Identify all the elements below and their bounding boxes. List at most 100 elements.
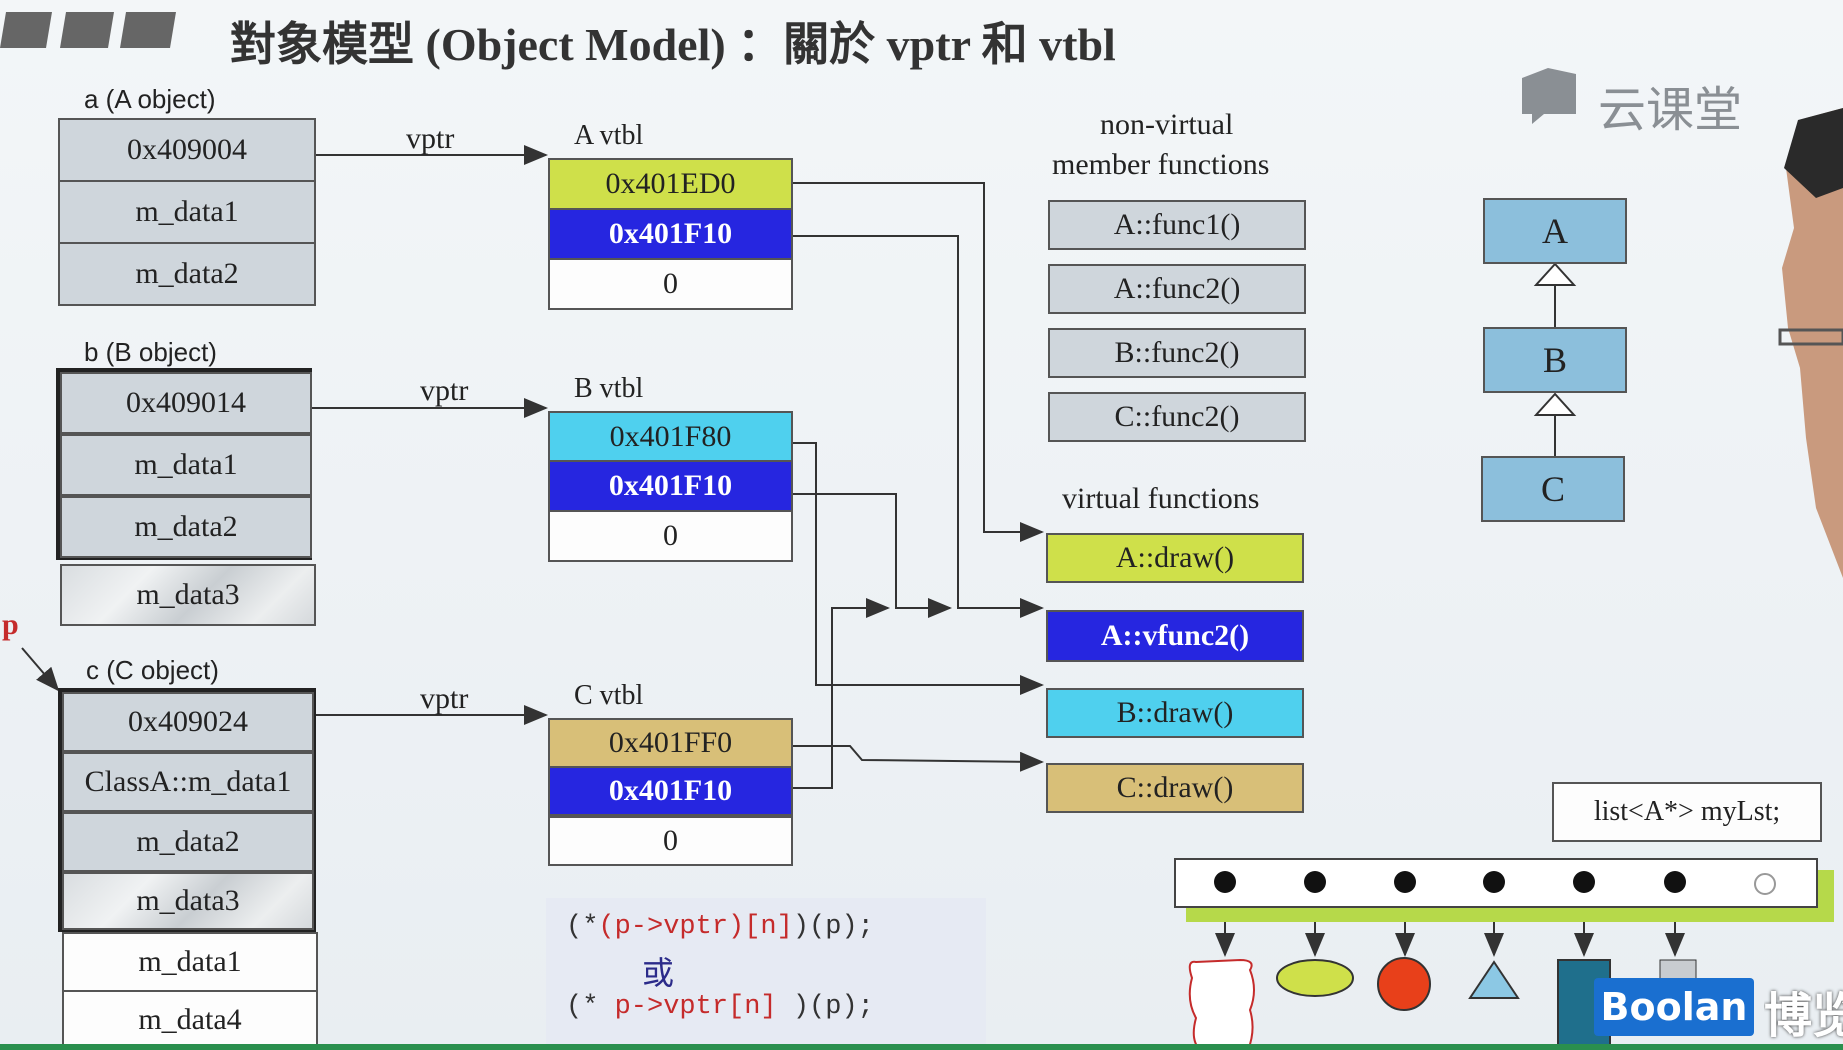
class-node-c: C [1481,456,1625,522]
vtbl-a-label: A vtbl [574,120,644,151]
code-line-2-expr: p->vptr[n] [614,992,777,1022]
non-virtual-function-label: A::func2() [1113,272,1241,305]
code-or: 或 [642,954,675,992]
bottom-strip [0,1044,1843,1050]
watermark-text: 云课堂 [1598,82,1743,138]
vptr-label-a: vptr [406,122,455,155]
virtual-function-label: B::draw() [1116,696,1234,729]
code-block [546,898,986,1048]
pointer-p-label: p [2,608,19,641]
object-a-label: a (A object) [84,84,216,114]
vtbl-c-entry: 0x401F10 [548,766,793,816]
class-node-label: C [1540,469,1565,509]
vtbl-a-entry-value: 0 [663,267,678,300]
vtbl-c-entry: 0x401FF0 [548,718,793,768]
vptr-label-b: vptr [420,374,469,407]
object-a-row-label: m_data1 [135,195,239,228]
brand-cn-text: 博览 [1764,988,1843,1044]
virtual-function: B::draw() [1046,688,1304,738]
object-b-vptr: 0x409014 [60,372,312,434]
object-c-row: m_data3 [62,872,314,930]
code-line-2-open: (* [566,992,599,1022]
object-c-row: ClassA::m_data1 [62,752,314,812]
virtual-function: A::vfunc2() [1046,610,1304,662]
non-virtual-function: C::func2() [1048,392,1306,442]
object-a-row: m_data2 [58,242,316,306]
non-virtual-function-label: B::func2() [1114,336,1240,369]
vtbl-a-entry: 0x401F10 [548,208,793,260]
code-line-2: (* p->vptr[n] )(p); [566,992,874,1022]
vtbl-a-entry-value: 0x401ED0 [605,167,736,200]
vtbl-a-entry: 0x401ED0 [548,158,793,210]
virtual-function: C::draw() [1046,763,1304,813]
vtbl-c-label: C vtbl [574,680,644,711]
object-b-row-label: m_data2 [134,510,238,543]
vtbl-b-label: B vtbl [574,373,644,404]
presenter-image [1776,108,1843,578]
vtbl-a-entry-value: 0x401F10 [608,217,733,250]
non-virtual-function: A::func1() [1048,200,1306,250]
object-b-row-label: m_data1 [134,448,238,481]
object-a-vptr-value: 0x409004 [127,133,247,166]
object-b-row: m_data2 [60,496,312,558]
object-c-row-label: m_data1 [138,945,242,978]
class-node-a: A [1483,198,1627,264]
non-virtual-function-label: C::func2() [1114,400,1240,433]
vptr-label-c: vptr [420,682,469,715]
non-virtual-function: A::func2() [1048,264,1306,314]
code-line-1-open: (* [566,912,599,942]
list-declaration-text: list<A*> myLst; [1593,796,1781,827]
vtbl-b-entry: 0x401F80 [548,411,793,463]
non-virtual-function: B::func2() [1048,328,1306,378]
code-line-2-close: )(p); [792,992,874,1022]
object-b-vptr-value: 0x409014 [126,386,246,419]
watermark-logo-icon [1518,64,1580,126]
vtbl-c-entry-value: 0 [663,824,678,857]
brand-logo-text: Boolan [1600,985,1748,1029]
object-c-frame [58,688,316,932]
code-line-1: (*(p->vptr)[n])(p); [566,912,874,942]
object-b-row-label: m_data3 [136,578,240,611]
non-virtual-function-label: A::func1() [1113,208,1241,241]
virtual-function: A::draw() [1046,533,1304,583]
virtual-function-label: C::draw() [1116,771,1234,804]
vtbl-b-entry-value: 0 [663,519,678,552]
non-virtual-heading-line2: member functions [1052,148,1270,181]
object-c-row-label: m_data2 [136,825,240,858]
class-node-b: B [1483,327,1627,393]
object-a-row-label: m_data2 [135,257,239,290]
vtbl-c-entry: 0 [548,816,793,866]
class-node-label: B [1542,340,1567,380]
code-line-1-close: )(p); [792,912,874,942]
non-virtual-heading-line1: non-virtual [1100,108,1234,141]
class-node-label: A [1542,211,1568,251]
object-c-vptr-value: 0x409024 [128,705,248,738]
object-c-row-label: m_data3 [136,884,240,917]
vtbl-b-entry: 0 [548,510,793,562]
page-title: 對象模型 (Object Model) ：關於 vptr 和 vtbl [230,19,1116,70]
vtbl-a-entry: 0 [548,258,793,310]
vtbl-c-entry-value: 0x401FF0 [608,726,733,759]
title-stripes [0,12,180,52]
object-b-row: m_data1 [60,434,312,496]
object-c-row-label: ClassA::m_data1 [84,765,292,798]
virtual-heading: virtual functions [1062,482,1260,515]
brand-logo: Boolan [1594,978,1754,1036]
object-b-row: m_data3 [60,564,316,626]
virtual-function-label: A::draw() [1115,541,1235,574]
object-c-label: c (C object) [86,655,219,685]
object-c-vptr: 0x409024 [62,692,314,752]
object-b-label: b (B object) [84,337,217,367]
vtbl-c-entry-value: 0x401F10 [608,774,733,807]
object-a-vptr: 0x409004 [58,118,316,182]
object-c-row: m_data4 [62,990,318,1050]
virtual-function-label: A::vfunc2() [1100,619,1250,652]
object-c-row-label: m_data4 [138,1003,242,1036]
list-declaration: list<A*> myLst; [1552,782,1822,842]
code-line-1-expr: (p->vptr)[n] [598,912,793,942]
vtbl-b-entry-value: 0x401F10 [608,469,733,502]
vtbl-b-entry-value: 0x401F80 [609,420,732,453]
object-c-row: m_data2 [62,812,314,872]
